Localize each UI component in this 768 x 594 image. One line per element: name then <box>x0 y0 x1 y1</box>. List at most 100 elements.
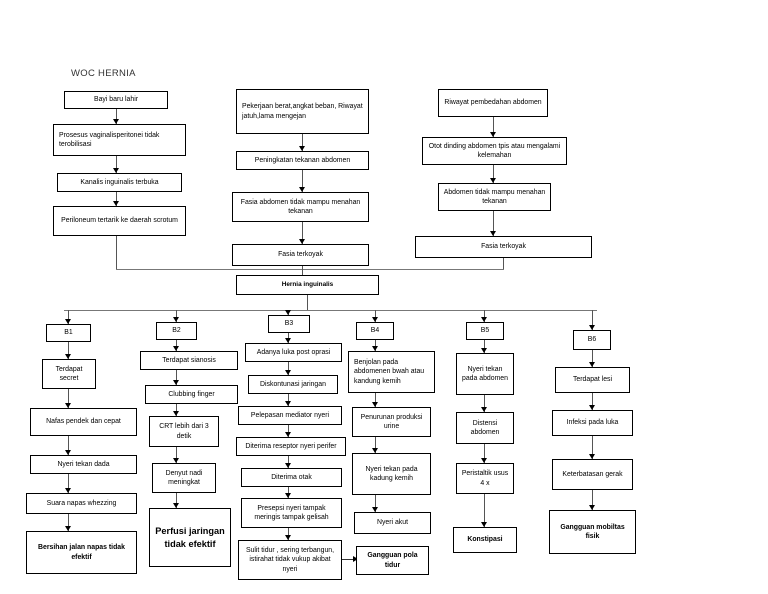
node-denyut-nadi-meningkat: Denyut nadi meningkat <box>152 463 216 493</box>
node-fasia-terkoyak-right: Fasia terkoyak <box>415 236 592 258</box>
node-sulit-tidur: Sulit tidur , sering terbangun, istiraha… <box>238 540 342 580</box>
connector-b4-1 <box>375 340 376 351</box>
arrowhead-b3-4 <box>284 432 291 437</box>
node-b2: B2 <box>156 322 197 340</box>
connector-b3-7 <box>288 528 289 540</box>
arrowhead-otot <box>489 132 496 137</box>
connector-b1-5 <box>68 514 69 531</box>
node-fasia-terkoyak-middle: Fasia terkoyak <box>232 244 369 266</box>
node-crt-lebih-dari-3-detik: CRT lebih dari 3 detik <box>149 416 219 447</box>
connector-b5-4 <box>484 494 485 527</box>
connector-b5-1 <box>484 340 485 353</box>
connector-b6-1 <box>592 350 593 367</box>
arrowhead-b4-4 <box>371 507 378 512</box>
connector-b2-3 <box>176 404 177 416</box>
node-diterima-otak: Diterima otak <box>241 468 342 487</box>
node-konstipasi: Konstipasi <box>453 527 517 553</box>
node-nyeri-tekan-dada: Nyeri tekan dada <box>30 455 137 474</box>
node-keterbatasan-gerak: Keterbatasan gerak <box>552 459 633 490</box>
node-penurunan-produksi-urine: Penurunan produksi urine <box>352 407 431 437</box>
node-otot-dinding-abdomen: Otot dinding abdomen tpis atau mengalami… <box>422 137 567 165</box>
connector-b2-2 <box>176 370 177 385</box>
node-clubbing-finger: Clubbing finger <box>145 385 238 404</box>
arrowhead-b1-5 <box>64 526 71 531</box>
connector-b4-4 <box>375 495 376 512</box>
node-peningkatan-tekanan-abdomen: Peningkatan tekanan abdomen <box>236 151 369 170</box>
node-abdomen-tidak-mampu: Abdomen tidak mampu menahan tekanan <box>438 183 551 211</box>
connector-fasia-right-down <box>503 258 504 270</box>
connector-b3-6 <box>288 487 289 498</box>
arrowhead-b5-1 <box>480 348 487 353</box>
node-kanalis-inguinalis-terbuka: Kanalis inguinalis terbuka <box>57 173 182 192</box>
node-terdapat-lesi: Terdapat lesi <box>555 367 630 393</box>
node-gangguan-pola-tidur: Gangguan pola tidur <box>356 546 429 575</box>
node-perfusi-jaringan-tidak-efektif: Perfusi jaringan tidak efektif <box>149 508 231 567</box>
node-terdapat-secret: Terdapat secret <box>42 359 96 389</box>
connector-b5-3 <box>484 444 485 463</box>
node-bayi-baru-lahir: Bayi baru lahir <box>64 91 168 109</box>
node-pelepasan-mediator-nyeri: Pelepasan mediator nyeri <box>238 406 342 425</box>
connector-peningkatan-fasia-abdomen <box>302 170 303 192</box>
arrowhead-b1-2 <box>64 403 71 408</box>
connector-left-to-hernia <box>116 269 306 270</box>
connector-distribution-bus <box>64 310 597 311</box>
arrowhead-fasia-abdomen <box>298 187 305 192</box>
arrowhead-b6-4 <box>588 505 595 510</box>
connector-right-to-hernia <box>302 269 504 270</box>
connector-hernia-bus <box>307 295 308 311</box>
arrowhead-b3-3 <box>284 401 291 406</box>
node-pekerjaan-berat: Pekerjaan berat,angkat beban, Riwayat ja… <box>236 89 369 134</box>
node-riwayat-pembedahan: Riwayat pembedahan abdomen <box>438 89 548 117</box>
arrowhead-b3 <box>284 310 291 315</box>
connector-b2-4 <box>176 447 177 463</box>
arrowhead-abdomen-tidak <box>489 178 496 183</box>
arrowhead-b4-2 <box>371 402 378 407</box>
arrowhead-b3-5 <box>284 463 291 468</box>
connector-b4-3 <box>375 437 376 453</box>
connector-bayi-prosesus <box>116 109 117 124</box>
arrowhead-b1-1 <box>64 354 71 359</box>
node-bersihan-jalan-napas: Bersihan jalan napas tidak efektif <box>26 531 137 574</box>
arrowhead-peningkatan <box>298 146 305 151</box>
arrowhead-b1 <box>64 319 71 324</box>
connector-bus-b1 <box>68 310 69 324</box>
connector-b1-3 <box>68 436 69 455</box>
connector-b3-3 <box>288 394 289 406</box>
arrowhead-gangguan-pola-tidur <box>353 555 358 562</box>
connector-fasia-mid-down <box>302 266 303 271</box>
node-presepsi-nyeri-tampak: Presepsi nyeri tampak meringis tampak ge… <box>241 498 342 528</box>
connector-b1-1 <box>68 342 69 359</box>
arrowhead-fasia-terkoyak-right <box>489 231 496 236</box>
node-periloneum-tertarik: Periloneum tertarik ke daerah scrotum <box>53 206 186 236</box>
connector-sulit-tidur-gangguan <box>342 559 356 560</box>
node-gangguan-mobiltas-fisik: Gangguan mobiltas fisik <box>549 510 636 554</box>
connector-b3-2 <box>288 362 289 375</box>
node-nafas-pendek-cepat: Nafas pendek dan cepat <box>30 408 137 436</box>
arrowhead-b3-1 <box>284 338 291 343</box>
node-hernia-inguinalis: Hernia inguinalis <box>236 275 379 295</box>
connector-riwayat-otot <box>493 117 494 137</box>
arrowhead-b3-7 <box>284 535 291 540</box>
connector-b5-2 <box>484 395 485 412</box>
connector-b1-4 <box>68 474 69 493</box>
page-title: WOC HERNIA <box>71 68 136 79</box>
arrowhead-b5-3 <box>480 458 487 463</box>
arrowhead-b2 <box>172 317 179 322</box>
node-diskontunasi-jaringan: Diskontunasi jaringan <box>248 375 338 394</box>
connector-b2-5 <box>176 493 177 508</box>
connector-junction-hernia <box>302 269 303 275</box>
node-b4: B4 <box>356 322 394 340</box>
arrowhead-b6-1 <box>588 362 595 367</box>
arrowhead-b4 <box>371 317 378 322</box>
node-b3: B3 <box>268 315 310 333</box>
connector-b6-4 <box>592 490 593 510</box>
node-fasia-abdomen-tidak-mampu: Fasia abdomen tidak mampu menahan tekana… <box>232 192 369 222</box>
connector-otot-abdomen-tidak <box>493 165 494 183</box>
arrowhead-kanalis <box>112 168 119 173</box>
node-prosesus-vaginalisperitonei: Prosesus vaginalisperitonei tidak terobi… <box>53 124 186 156</box>
node-nyeri-tekan-kandung-kemih: Nyeri tekan pada kadung kemih <box>352 453 431 495</box>
arrowhead-b6-2 <box>588 405 595 410</box>
arrowhead-prosesus <box>112 119 119 124</box>
node-suara-napas-whezzing: Suara napas whezzing <box>26 493 137 514</box>
